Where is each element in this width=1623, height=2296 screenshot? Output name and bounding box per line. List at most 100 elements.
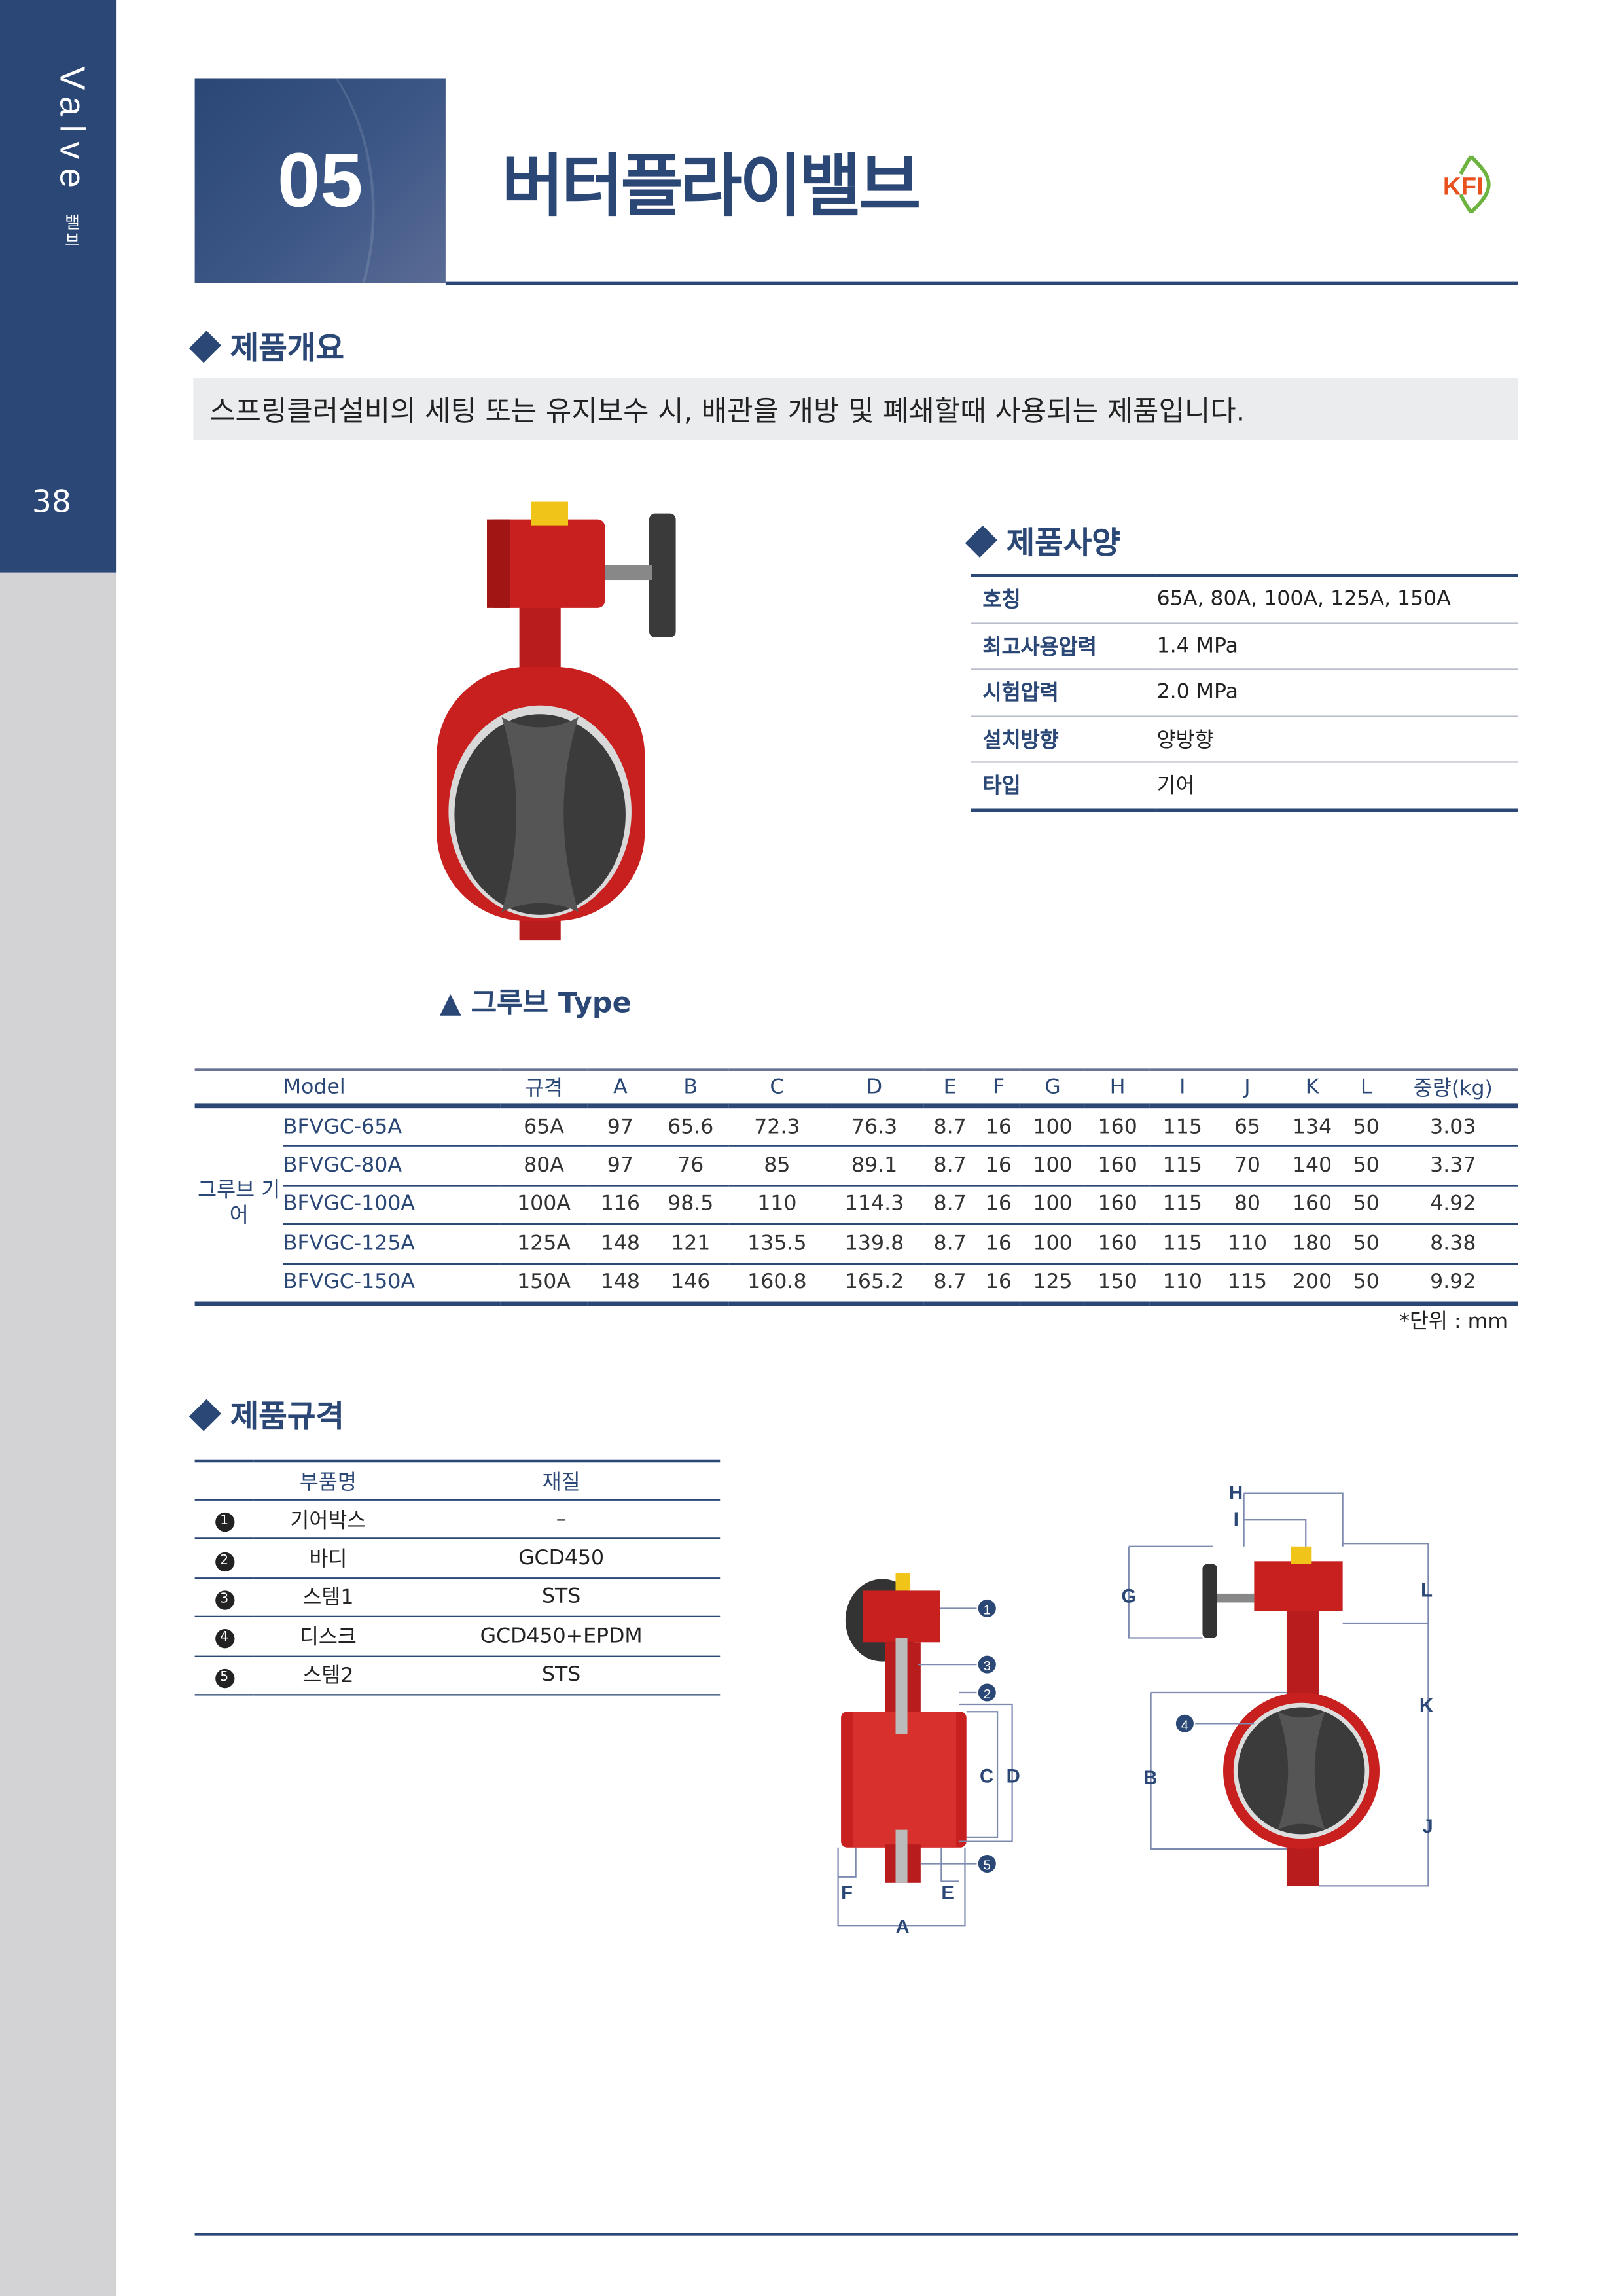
- value-cell: 50: [1344, 1224, 1388, 1265]
- value-cell: 16: [976, 1105, 1020, 1147]
- value-cell: 100: [1020, 1185, 1086, 1225]
- value-cell: 110: [728, 1185, 826, 1225]
- column-header: I: [1150, 1068, 1215, 1109]
- value-cell: 8.7: [923, 1105, 977, 1147]
- value-cell: 8.7: [923, 1146, 977, 1187]
- value-cell: 8.7: [923, 1224, 977, 1265]
- side-view: H I G L K J B 4: [1121, 1482, 1433, 1887]
- value-cell: 72.3: [728, 1105, 826, 1147]
- overview-heading: 제품개요: [188, 325, 344, 369]
- header-divider: [445, 281, 1518, 285]
- value-cell: 148: [588, 1224, 653, 1265]
- part-name: 디스크: [253, 1617, 403, 1657]
- section-number-box: 05: [194, 78, 446, 283]
- diamond-icon: [188, 1399, 221, 1431]
- label-f: F: [841, 1882, 853, 1904]
- value-cell: 160: [1085, 1224, 1150, 1265]
- value-cell: 76: [652, 1146, 729, 1187]
- spec-label: 시험압력: [971, 669, 1157, 717]
- value-cell: 121: [652, 1224, 729, 1265]
- value-cell: 16: [976, 1263, 1020, 1306]
- value-cell: 200: [1279, 1263, 1345, 1306]
- value-cell: 139.8: [825, 1224, 923, 1265]
- parts-heading-text: 제품규격: [230, 1399, 344, 1435]
- value-cell: 97: [588, 1105, 653, 1147]
- value-cell: 50: [1344, 1105, 1388, 1147]
- value-cell: 50: [1344, 1185, 1388, 1225]
- group-label: 그루브 기어: [194, 1105, 283, 1306]
- column-header: D: [825, 1068, 923, 1109]
- no-header: [194, 1459, 254, 1501]
- value-cell: 160: [1279, 1185, 1345, 1225]
- value-cell: 100: [1020, 1146, 1086, 1187]
- diamond-icon: [188, 331, 221, 363]
- value-cell: 100: [1020, 1224, 1086, 1265]
- label-5: 5: [984, 1859, 991, 1873]
- label-d: D: [1007, 1765, 1020, 1787]
- value-cell: 110: [1150, 1263, 1215, 1306]
- kfi-logo: KFI: [1443, 154, 1491, 214]
- footer-divider: [194, 2233, 1518, 2235]
- value-cell: 148: [588, 1263, 653, 1306]
- value-cell: 115: [1150, 1185, 1215, 1225]
- material-header: 재질: [402, 1459, 721, 1501]
- spec-value: 65A, 80A, 100A, 125A, 150A: [1156, 574, 1518, 624]
- part-number-cell: 1: [194, 1499, 254, 1540]
- value-cell: 16: [976, 1185, 1020, 1225]
- spec-label: 설치방향: [971, 715, 1157, 763]
- value-cell: 160.8: [728, 1263, 826, 1306]
- part-number-badge: 4: [215, 1629, 234, 1649]
- value-cell: 50: [1344, 1146, 1388, 1187]
- value-cell: 165.2: [825, 1263, 923, 1306]
- column-header: E: [923, 1068, 977, 1109]
- diamond-icon: [965, 525, 997, 558]
- page-number: 38: [31, 484, 72, 520]
- spec-label: 호칭: [971, 574, 1157, 624]
- part-material: –: [402, 1499, 721, 1540]
- spec-value: 기어: [1156, 762, 1518, 811]
- label-b: B: [1143, 1767, 1157, 1789]
- value-cell: 89.1: [825, 1146, 923, 1187]
- value-cell: 8.7: [923, 1185, 977, 1225]
- value-cell: 115: [1215, 1263, 1280, 1306]
- value-cell: 115: [1150, 1146, 1215, 1187]
- front-view-labels: 1 3 2 5 C D F E A: [841, 1599, 1020, 1937]
- column-header: Model: [283, 1068, 500, 1109]
- part-number-badge: 2: [215, 1551, 234, 1571]
- overview-text: 스프링클러설비의 세팅 또는 유지보수 시, 배관을 개방 및 폐쇄할때 사용되…: [209, 395, 1245, 428]
- value-cell: 160: [1085, 1146, 1150, 1187]
- butterfly-valve-image: [437, 501, 676, 941]
- model-cell: BFVGC-150A: [283, 1263, 500, 1306]
- group-header: [194, 1068, 283, 1109]
- spec-value: 양방향: [1156, 715, 1518, 763]
- label-2: 2: [984, 1687, 991, 1702]
- part-material: GCD450: [402, 1539, 721, 1579]
- value-cell: 125: [1020, 1263, 1086, 1306]
- product-image-caption: ▲ 그루브 Type: [439, 987, 632, 1020]
- part-material: GCD450+EPDM: [402, 1617, 721, 1657]
- value-cell: 97: [588, 1146, 653, 1187]
- label-1: 1: [984, 1603, 991, 1617]
- value-cell: 110: [1215, 1224, 1280, 1265]
- label-a: A: [896, 1916, 910, 1937]
- part-number-cell: 5: [194, 1655, 254, 1696]
- sidebar-label: Valve밸브: [33, 66, 92, 249]
- section-number: 05: [277, 138, 363, 224]
- part-number-badge: 3: [215, 1590, 234, 1610]
- value-cell: 98.5: [652, 1185, 729, 1225]
- value-cell: 85: [728, 1146, 826, 1187]
- value-cell: 116: [588, 1185, 653, 1225]
- spec-label: 타입: [971, 762, 1157, 811]
- label-k: K: [1419, 1695, 1433, 1716]
- page-title: 버터플라이밸브: [501, 146, 921, 226]
